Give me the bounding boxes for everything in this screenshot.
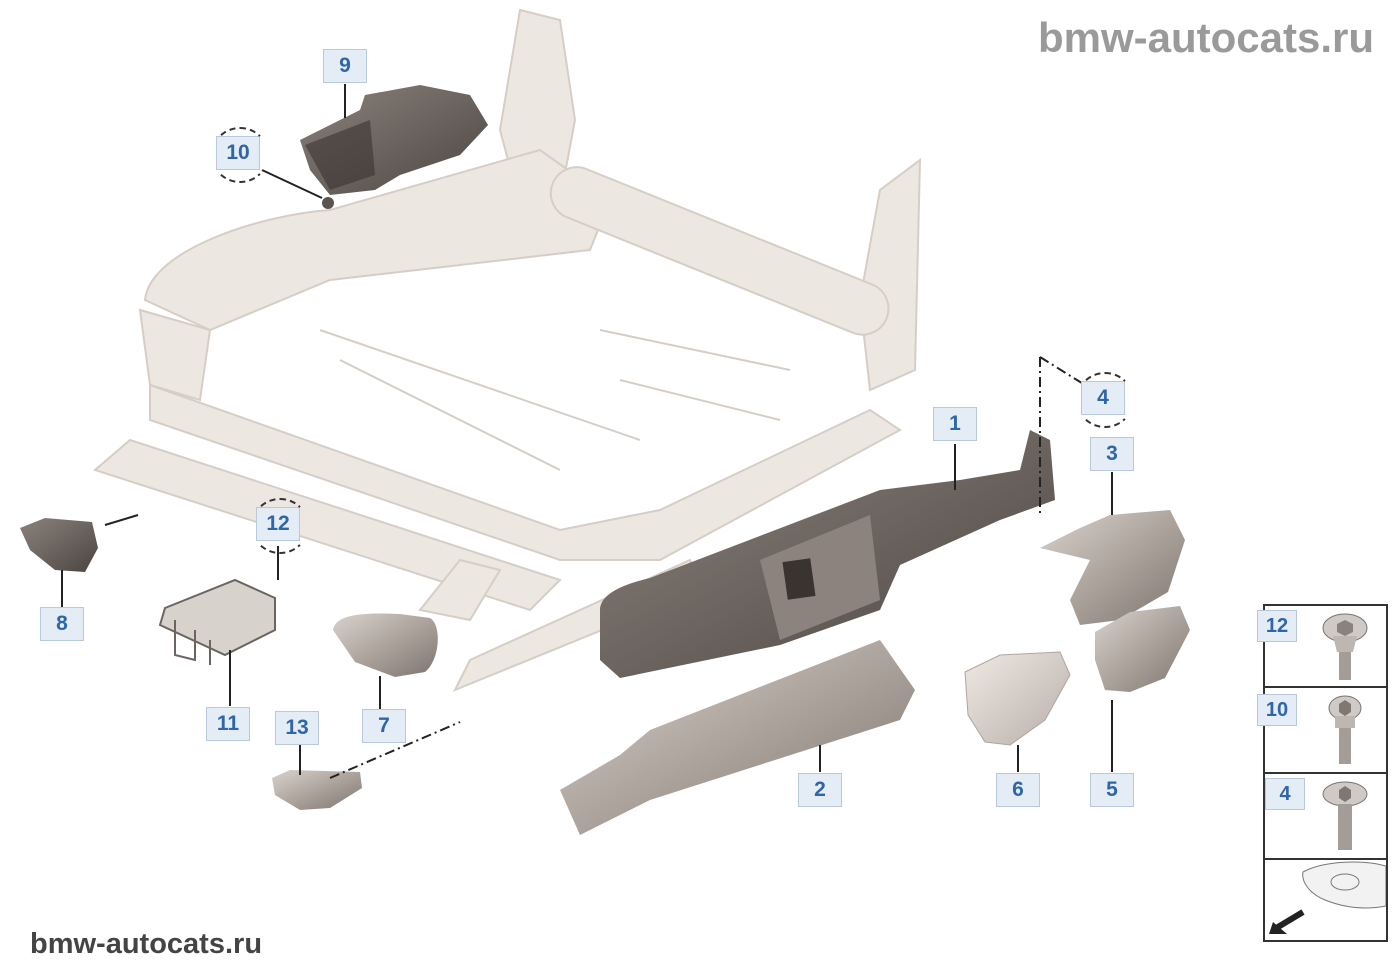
part-6-cap [964,651,1071,746]
callout-10[interactable]: 10 [211,127,269,183]
callout-7[interactable]: 7 [362,709,406,743]
leader-lines [61,84,1113,779]
location-panel [1263,858,1388,942]
part-1-side-trim [600,430,1055,678]
screw-icon [1322,613,1368,680]
callout-9[interactable]: 9 [323,49,367,83]
part-3-cover [1040,510,1185,625]
callout-6[interactable]: 6 [996,773,1040,807]
watermark-bottom: bmw-autocats.ru [30,928,263,960]
seat-frame [92,8,922,692]
callout-1[interactable]: 1 [933,407,977,441]
legend-row-10: 10 [1257,686,1388,774]
part-7-cover [333,613,438,677]
callout-4[interactable]: 4 [1076,372,1134,428]
legend-label-4[interactable]: 4 [1265,778,1305,810]
part-10-screw [322,197,334,209]
callout-3[interactable]: 3 [1090,437,1134,471]
screw-icon [1328,695,1362,764]
part-8-end-cap [20,518,98,572]
legend-row-4: 4 [1263,772,1388,860]
part-5-cap [1095,606,1190,692]
legend-label-12[interactable]: 12 [1257,610,1297,642]
part-11-bracket [158,578,276,665]
part-13-clip [272,770,362,810]
part-2-lower-trim [560,640,915,835]
screw-icon [1322,781,1368,850]
callout-11[interactable]: 11 [206,707,250,741]
callout-13[interactable]: 13 [275,711,319,745]
callout-12[interactable]: 12 [251,498,309,554]
legend-row-12: 12 [1257,604,1388,688]
callout-5[interactable]: 5 [1090,773,1134,807]
callout-8[interactable]: 8 [40,607,84,641]
watermark-top: bmw-autocats.ru [1037,14,1374,61]
car-front-arrow-icon[interactable] [1265,860,1386,940]
part-9-trim-cover [300,85,488,195]
legend-label-10[interactable]: 10 [1257,694,1297,726]
callout-2[interactable]: 2 [798,773,842,807]
